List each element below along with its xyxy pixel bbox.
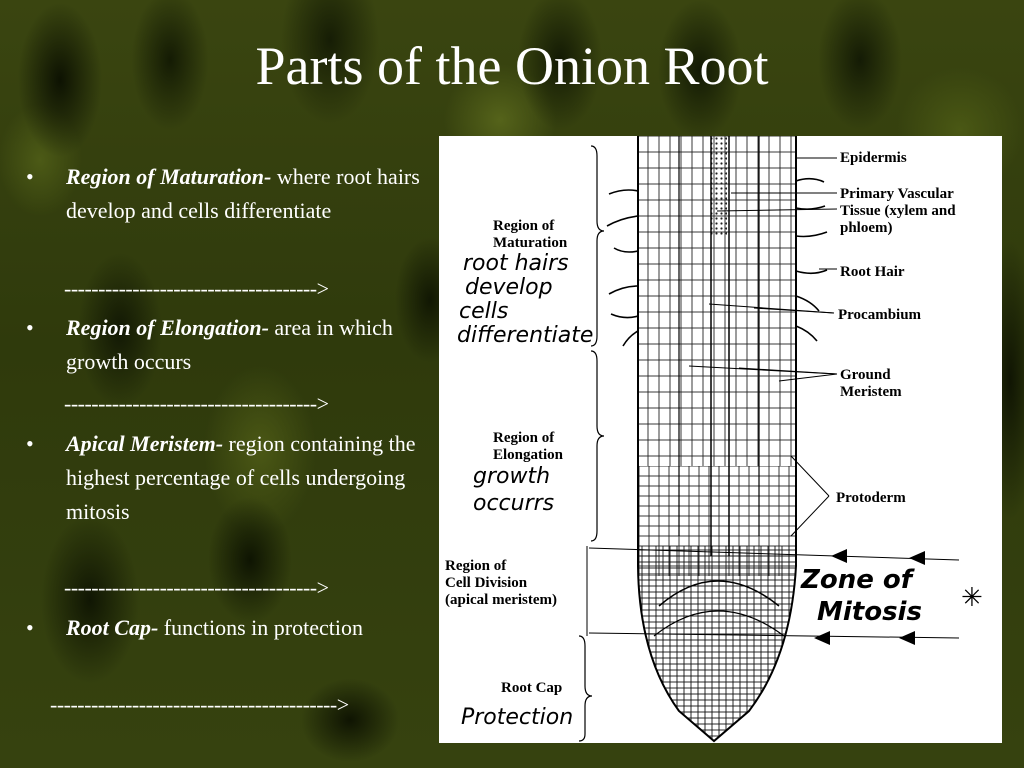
slide-title: Parts of the Onion Root (255, 36, 769, 96)
label-procambium: Procambium (838, 307, 922, 323)
label-maturation-line1: Region of (493, 218, 555, 234)
bullet-term: Region of Elongation- (66, 315, 269, 340)
bullet-glyph: • (26, 164, 34, 189)
bullet-description: area in which growth occurs (66, 315, 393, 374)
arrow-root-cap: ----------------------------------------… (50, 692, 349, 717)
bullet-glyph: • (26, 615, 34, 640)
note-maturation-line2: develop (465, 275, 553, 300)
note-zone-line2: Mitosis (817, 597, 922, 627)
note-root-cap: Protection (461, 705, 573, 730)
label-ground-line2: Meristem (840, 384, 902, 400)
label-maturation-line2: Maturation (493, 235, 568, 251)
bullet-description: where root hairs develop and cells diffe… (66, 164, 420, 223)
label-vascular-line3: phloem) (840, 220, 893, 236)
arrow-elongation: -------------------------------------> (64, 391, 329, 416)
label-protoderm: Protoderm (836, 490, 906, 506)
bullet-glyph: • (26, 315, 34, 340)
note-zone-line1: Zone of (800, 565, 916, 595)
label-vascular-line1: Primary Vascular (840, 186, 954, 202)
region-braces (578, 145, 605, 742)
label-division-line3: (apical meristem) (445, 592, 557, 608)
root-outline (637, 136, 797, 743)
note-maturation-line3: cells (459, 299, 508, 324)
bullet-term: Apical Meristem- (66, 431, 224, 456)
label-epidermis: Epidermis (840, 150, 907, 166)
bullet-glyph: • (26, 431, 34, 456)
label-vascular-line2: Tissue (xylem and (840, 203, 956, 219)
label-division-line1: Region of (445, 558, 507, 574)
arrow-apical-meristem: -------------------------------------> (64, 575, 329, 600)
root-diagram-svg: Epidermis Primary Vascular Tissue (xylem… (445, 136, 983, 743)
pointer-arrowheads (814, 549, 925, 645)
note-maturation-line4: differentiate (457, 323, 593, 348)
note-maturation-line1: root hairs (463, 251, 569, 276)
label-elongation-line1: Region of (493, 430, 555, 446)
label-elongation-line2: Elongation (493, 447, 564, 463)
note-elongation-line2: occurrs (473, 491, 554, 516)
arrow-maturation: -------------------------------------> (64, 276, 329, 301)
label-root-cap: Root Cap (501, 680, 562, 696)
label-ground-line1: Ground (840, 367, 891, 383)
note-elongation-line1: growth (473, 464, 550, 489)
label-root-hair: Root Hair (840, 264, 905, 280)
bullet-description: region containing the highest percentage… (66, 431, 416, 524)
pointer-lines (586, 157, 960, 639)
label-division-line2: Cell Division (445, 575, 528, 591)
bullet-term: Root Cap- (66, 615, 159, 640)
onion-root-diagram: Epidermis Primary Vascular Tissue (xylem… (439, 136, 1002, 743)
bullet-description: functions in protection (158, 615, 363, 640)
root-hairs (606, 177, 828, 347)
note-star: ✳ (961, 583, 983, 613)
bullet-term: Region of Maturation- (66, 164, 272, 189)
root-body (638, 136, 796, 741)
